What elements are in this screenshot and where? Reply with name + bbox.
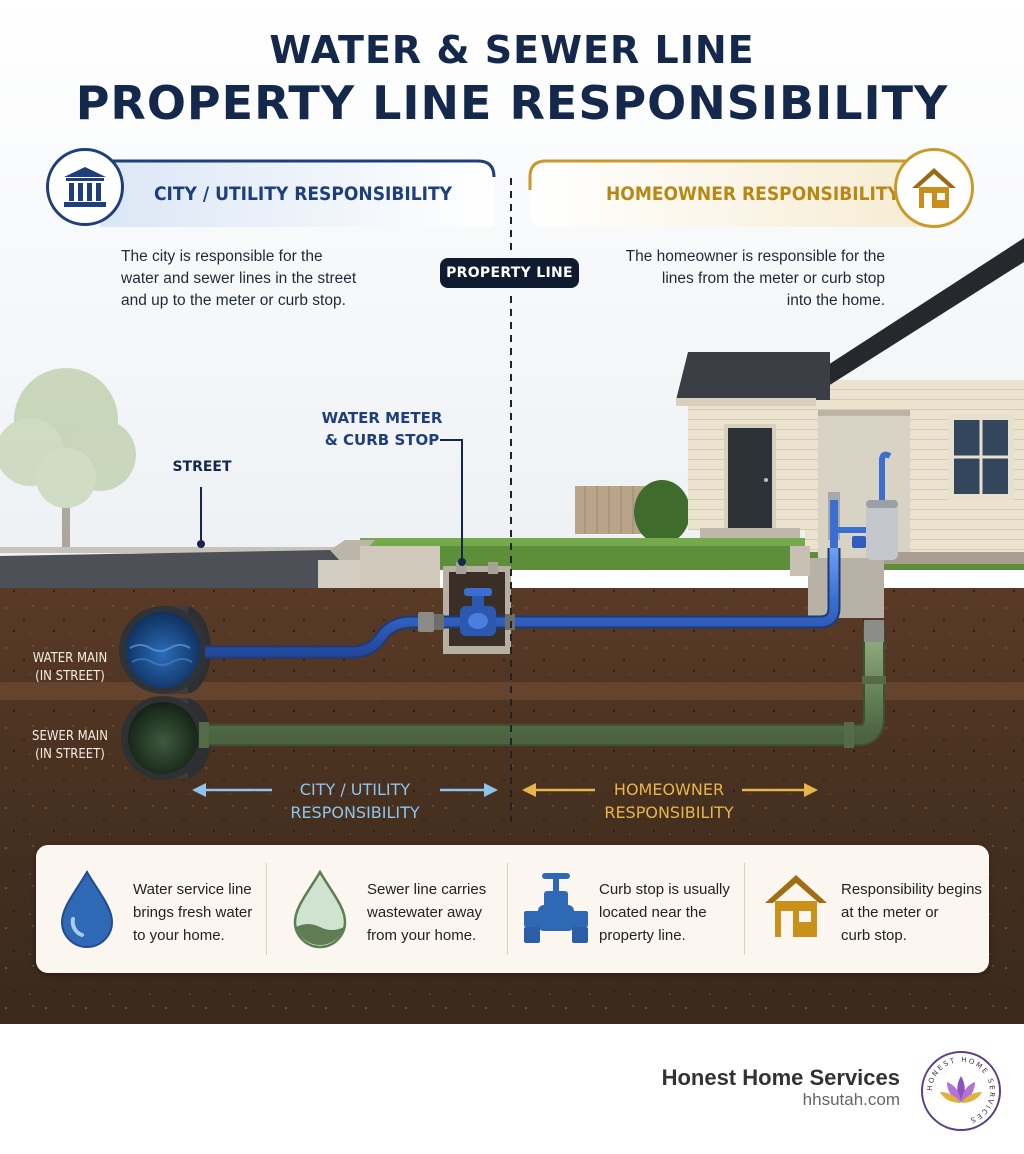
wastewater-drop-icon — [293, 869, 347, 949]
house-icon — [912, 168, 956, 208]
info-panel: Water service line brings fresh water to… — [36, 845, 989, 973]
title-line-2: PROPERTY LINE RESPONSIBILITY — [75, 76, 949, 130]
government-building-icon — [64, 167, 106, 207]
brand-name: Honest Home Services — [661, 1065, 900, 1090]
lotus-logo-icon: HONEST HOME SERVICES — [921, 1051, 1001, 1131]
homeowner-banner-label: HOMEOWNER RESPONSIBILITY — [606, 183, 900, 205]
info-divider — [507, 863, 508, 955]
water-main-label: WATER MAIN (IN STREET) — [32, 651, 108, 684]
info-text-curb-stop: Curb stop is usually located near the pr… — [599, 881, 730, 944]
valve-icon — [524, 873, 588, 943]
info-divider — [744, 863, 745, 955]
water-drop-icon — [60, 870, 114, 948]
info-item-responsibility: Responsibility begins at the meter or cu… — [745, 845, 989, 973]
info-item-sewer: Sewer line carries wastewater away from … — [267, 845, 507, 973]
info-item-curb-stop: Curb stop is usually located near the pr… — [508, 845, 744, 973]
street-label: STREET — [172, 459, 232, 475]
sewer-main-label: SEWER MAIN (IN STREET) — [32, 729, 108, 762]
info-text-water: Water service line brings fresh water to… — [133, 881, 253, 944]
info-divider — [266, 863, 267, 955]
homeowner-icon-badge — [894, 148, 974, 228]
homeowner-responsibility-arrow-label: HOMEOWNER RESPONSIBILITY — [604, 780, 734, 822]
city-description: The city is responsible for the water an… — [121, 248, 357, 309]
property-line-label: PROPERTY LINE — [440, 258, 579, 288]
info-text-sewer: Sewer line carries wastewater away from … — [367, 881, 487, 944]
brand-url: hhsutah.com — [802, 1090, 900, 1109]
info-item-water: Water service line brings fresh water to… — [36, 845, 266, 973]
city-responsibility-arrow-label: CITY / UTILITY RESPONSIBILITY — [290, 780, 420, 822]
city-icon-badge — [46, 148, 124, 226]
city-banner-label: CITY / UTILITY RESPONSIBILITY — [154, 183, 453, 205]
homeowner-description: The homeowner is responsible for the lin… — [625, 248, 885, 309]
title-line-1: WATER & SEWER LINE — [269, 28, 755, 72]
meter-label: WATER METER & CURB STOP — [321, 409, 443, 449]
house-icon — [765, 875, 827, 937]
info-text-responsibility: Responsibility begins at the meter or cu… — [841, 881, 982, 944]
